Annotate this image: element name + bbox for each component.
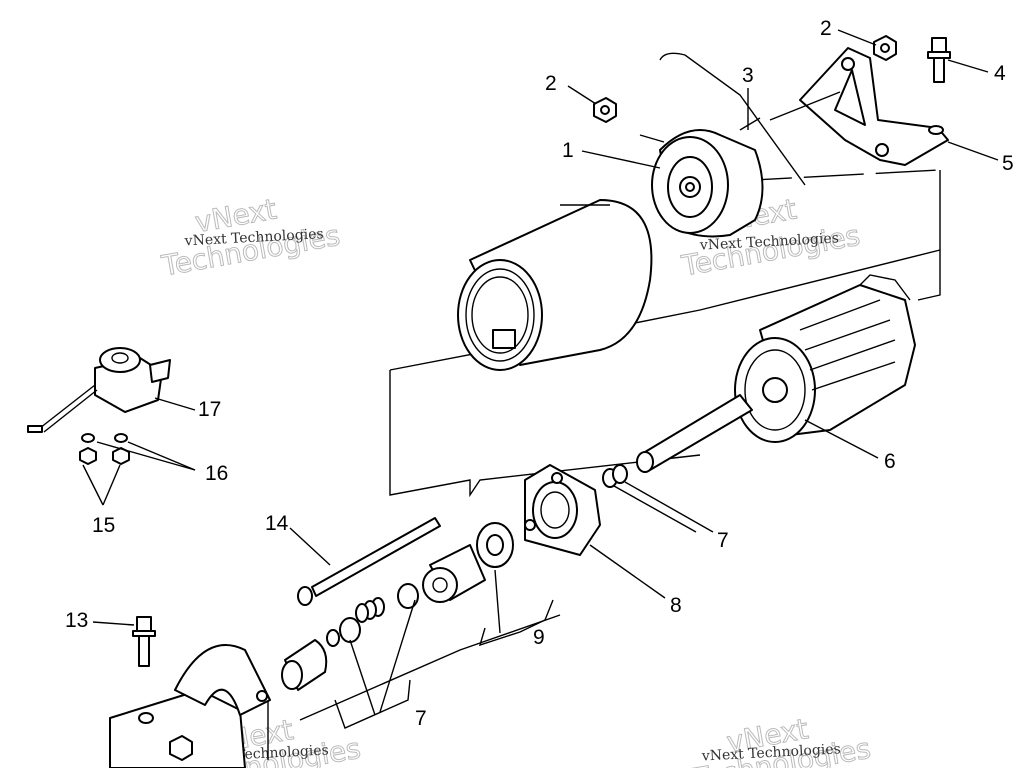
watermark-caption: vNext Technologies bbox=[700, 741, 841, 764]
end-cap-part-1 bbox=[639, 117, 764, 238]
callout-13: 13 bbox=[65, 609, 88, 632]
plate-part-8 bbox=[524, 464, 601, 556]
solenoid-part-17 bbox=[27, 347, 171, 433]
callout-3: 3 bbox=[742, 64, 754, 87]
callout-14: 14 bbox=[265, 512, 289, 535]
callout-7-bottom: 7 bbox=[415, 707, 427, 730]
washers-part-7-right bbox=[602, 464, 628, 488]
bolt-part-4 bbox=[927, 37, 951, 83]
watermark-caption: vNext Technologies bbox=[183, 226, 324, 249]
callout-4: 4 bbox=[994, 62, 1006, 85]
callout-2-top: 2 bbox=[820, 17, 832, 40]
through-bolt-part-14 bbox=[297, 517, 441, 606]
callout-7-right: 7 bbox=[717, 529, 729, 552]
callout-15: 15 bbox=[92, 514, 115, 537]
housing-cylinder bbox=[457, 199, 653, 371]
part-3-bracket-line bbox=[659, 52, 806, 186]
drive-gear-part-9 bbox=[422, 522, 514, 603]
callout-5: 5 bbox=[1002, 152, 1014, 175]
nut-part-2-top bbox=[873, 35, 897, 61]
armature-part-6 bbox=[636, 274, 916, 473]
watermark-caption: vNext Technologies bbox=[699, 230, 840, 253]
callout-2-left: 2 bbox=[545, 72, 557, 95]
springs-part-7-left bbox=[281, 583, 419, 691]
bolt-part-13 bbox=[132, 616, 156, 667]
mounting-bracket bbox=[109, 644, 271, 768]
callout-9: 9 bbox=[533, 626, 545, 649]
callout-8: 8 bbox=[670, 594, 682, 617]
bracket-part-5 bbox=[769, 47, 949, 166]
callout-1: 1 bbox=[562, 139, 574, 162]
leader-lines bbox=[82, 29, 999, 729]
nut-part-2-left bbox=[593, 97, 617, 123]
nuts-washers-part-15-16 bbox=[79, 433, 130, 465]
callout-16: 16 bbox=[205, 462, 228, 485]
callout-17: 17 bbox=[198, 398, 221, 421]
callout-labels: 1 2 2 3 4 5 6 7 7 8 9 13 14 15 16 17 bbox=[65, 17, 1014, 730]
callout-6: 6 bbox=[884, 450, 896, 473]
